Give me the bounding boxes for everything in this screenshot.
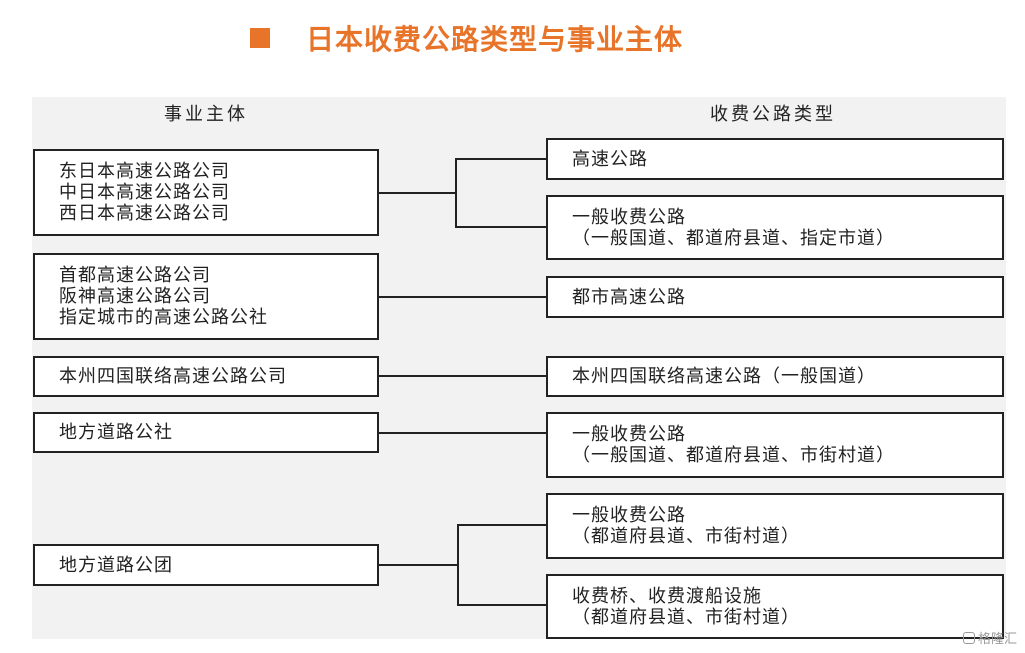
- entity-box-nexco: 东日本高速公路公司 中日本高速公路公司 西日本高速公路公司: [33, 149, 379, 236]
- connector-line: [378, 296, 547, 298]
- road-type-box-general-toll: 一般收费公路 （一般国道、都道府县道、指定市道）: [546, 195, 1004, 260]
- watermark-logo-icon: [962, 631, 975, 644]
- road-type-box-general-toll-local: 一般收费公路 （一般国道、都道府县道、市街村道）: [546, 412, 1004, 478]
- connector-line: [378, 432, 547, 434]
- entity-line: 东日本高速公路公司: [59, 161, 230, 182]
- road-type-box-expressway: 高速公路: [546, 138, 1004, 180]
- road-type-line: 本州四国联络高速公路（一般国道）: [572, 366, 876, 387]
- road-type-line: （都道府县道、市街村道）: [572, 526, 800, 547]
- road-type-box-honshu-shikoku: 本州四国联络高速公路（一般国道）: [546, 356, 1004, 397]
- road-type-box-general-toll-prefectural: 一般收费公路 （都道府县道、市街村道）: [546, 493, 1004, 559]
- entity-box-local-road-group: 地方道路公团: [33, 544, 379, 586]
- road-type-line: 收费桥、收费渡船设施: [572, 585, 762, 607]
- road-type-line: 高速公路: [572, 148, 648, 170]
- connector-line: [455, 226, 547, 228]
- road-type-line: 都市高速公路: [572, 286, 686, 308]
- page-title: 日本收费公路类型与事业主体: [306, 23, 684, 56]
- watermark: 格隆汇: [962, 628, 1017, 647]
- entity-line: 中日本高速公路公司: [59, 182, 230, 203]
- connector-line: [378, 375, 547, 377]
- entity-line: 本州四国联络高速公路公司: [59, 366, 287, 387]
- road-type-line: 一般收费公路: [572, 505, 686, 526]
- entity-line: 西日本高速公路公司: [59, 203, 230, 224]
- road-type-line: （一般国道、都道府县道、市街村道）: [572, 445, 895, 466]
- entity-line: 阪神高速公路公司: [59, 286, 211, 307]
- page-title-row: 日本收费公路类型与事业主体: [250, 18, 683, 58]
- road-type-box-urban-expressway: 都市高速公路: [546, 276, 1004, 318]
- title-bullet-square: [250, 28, 270, 48]
- watermark-text: 格隆汇: [977, 632, 1017, 647]
- entity-box-urban-expressway: 首都高速公路公司 阪神高速公路公司 指定城市的高速公路公社: [33, 253, 379, 340]
- road-type-line: （一般国道、都道府县道、指定市道）: [572, 227, 895, 249]
- road-type-line: 一般收费公路: [572, 206, 686, 228]
- entity-line: 地方道路公团: [59, 554, 173, 576]
- entity-line: 指定城市的高速公路公社: [59, 307, 268, 328]
- connector-line: [457, 604, 547, 606]
- entity-box-local-road-corp: 地方道路公社: [33, 412, 379, 453]
- connector-line: [457, 524, 459, 606]
- connector-line: [457, 524, 547, 526]
- entity-box-honshu-shikoku: 本州四国联络高速公路公司: [33, 356, 379, 397]
- road-type-line: 一般收费公路: [572, 424, 686, 445]
- left-column-header: 事业主体: [164, 104, 248, 125]
- connector-line: [455, 158, 547, 160]
- entity-line: 地方道路公社: [59, 422, 173, 443]
- connector-line: [378, 192, 456, 194]
- right-column-header: 收费公路类型: [710, 104, 836, 125]
- connector-line: [455, 158, 457, 228]
- connector-line: [378, 564, 458, 566]
- road-type-line: （都道府县道、市街村道）: [572, 606, 800, 628]
- road-type-box-toll-bridge-ferry: 收费桥、收费渡船设施 （都道府县道、市街村道）: [546, 574, 1004, 639]
- entity-line: 首都高速公路公司: [59, 265, 211, 286]
